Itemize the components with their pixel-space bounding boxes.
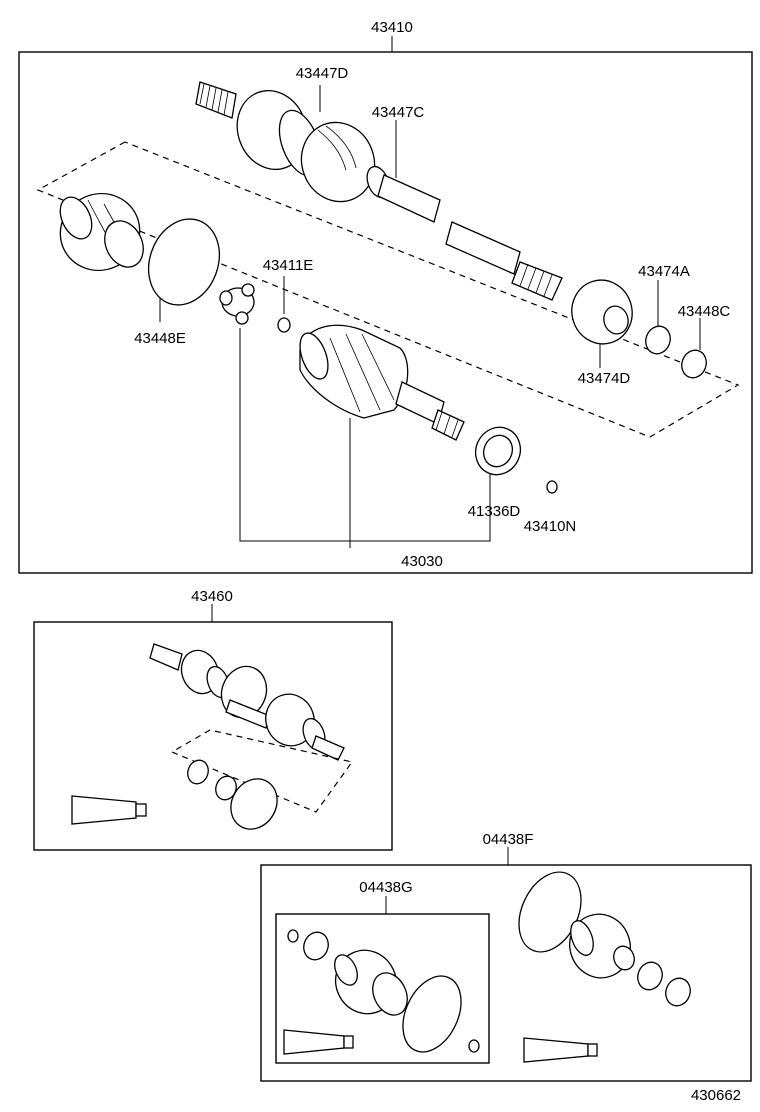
- label-04438F: 04438F: [483, 831, 534, 848]
- section-43460: 43460: [33, 588, 393, 851]
- kit-boundary: [36, 141, 740, 438]
- label-41336D: 41336D: [468, 503, 521, 520]
- grease-tube-small: [71, 795, 147, 825]
- drive-shaft: [195, 81, 563, 301]
- inboard-joint-housing: [299, 324, 465, 441]
- label-43410: 43410: [371, 19, 413, 36]
- label-43447C: 43447C: [372, 104, 425, 121]
- label-43030: 43030: [401, 553, 443, 570]
- label-43411E: 43411E: [263, 257, 314, 274]
- clip-43410N: [546, 480, 558, 494]
- kit-boundary-small: [170, 729, 354, 813]
- snap-ring-43411E: [277, 317, 291, 333]
- clamp-43474A: [645, 325, 671, 355]
- frame-43410: [18, 51, 753, 574]
- label-43410N: 43410N: [524, 518, 577, 535]
- clamp-43448C: [681, 349, 707, 379]
- tripod-joint: [219, 283, 255, 325]
- grease-tube-f: [523, 1037, 598, 1063]
- figure-number: 430662: [691, 1087, 741, 1104]
- label-43448C: 43448C: [678, 303, 731, 320]
- frame-43460: [33, 621, 393, 851]
- label-04438G: 04438G: [359, 879, 412, 896]
- grease-tube-g: [283, 1029, 354, 1055]
- inboard-boot: [59, 192, 144, 272]
- shaft-assembly-small: [149, 643, 345, 761]
- bracket-43030: [239, 328, 491, 542]
- label-43474D: 43474D: [578, 370, 631, 387]
- label-43447D: 43447D: [296, 65, 349, 82]
- label-43448E: 43448E: [134, 330, 186, 347]
- boot-kit-f: [569, 913, 635, 979]
- section-43410: 43410 43447D 43447C: [18, 19, 753, 574]
- frame-04438G: [275, 913, 490, 1064]
- label-43474A: 43474A: [638, 263, 690, 280]
- section-04438F: 04438F 04438G: [260, 831, 752, 1082]
- outboard-boot: [571, 279, 633, 345]
- boot-clamp-43448E: [148, 218, 220, 306]
- frame-04438F: [260, 864, 752, 1082]
- label-43460: 43460: [191, 588, 233, 605]
- boot-kit-g: [334, 949, 408, 1016]
